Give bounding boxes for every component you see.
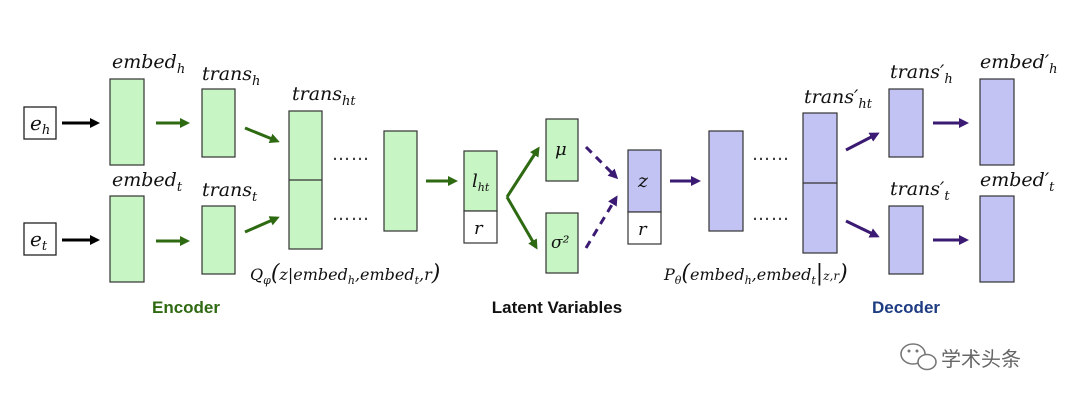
decoder-dots-bottom: …… (752, 204, 790, 225)
trans-ht-label: transht (292, 83, 356, 109)
decoder-likelihood-formula: Pθ(embedh,embedt|z,r) (663, 261, 848, 287)
decoder-embed-t-label: embed′t (980, 169, 1055, 195)
decoder-trans-t-box (888, 205, 924, 275)
sigma-label: σ² (551, 233, 570, 253)
arrow-sigma-to-z (584, 195, 618, 249)
decoder-dots-top: …… (752, 144, 790, 165)
arrow-latent-to-sigma (505, 196, 538, 250)
arrow-decoder-trans-ht-to-t (845, 219, 880, 238)
decoder-trans-h-label: trans′h (890, 61, 953, 87)
input-head: eh (23, 106, 57, 140)
input-head-base: e (30, 111, 42, 135)
decoder-trans-ht-box (802, 112, 838, 254)
decoder-embed-h-label: embed′h (980, 51, 1058, 77)
decoder-embed-h-box (979, 78, 1015, 166)
arrow-trans-t-trans-ht (244, 216, 280, 234)
l-ht-r-box (463, 150, 498, 244)
input-tail-sub: t (42, 239, 48, 254)
embed-t-box (109, 195, 145, 283)
encoder-dots-bottom: …… (332, 204, 370, 225)
mu-label: μ (555, 139, 567, 160)
encoder-dots-top: …… (332, 144, 370, 165)
embed-h-label: embedh (112, 51, 185, 77)
watermark: 学术头条 (900, 343, 1021, 371)
encoder-section-label: Encoder (152, 298, 220, 317)
latent-section-label: Latent Variables (492, 298, 622, 317)
arrow-mu-to-z (584, 145, 619, 180)
decoder-trans-t-label: trans′t (890, 178, 950, 204)
z-r-label: r (638, 219, 648, 240)
watermark-text: 学术头条 (941, 347, 1021, 371)
trans-t-box (201, 205, 236, 275)
decoder-first-box (708, 130, 744, 232)
embed-h-box (109, 78, 145, 166)
input-tail: et (23, 222, 57, 256)
z-r-box (627, 149, 662, 245)
svg-text:et: et (30, 227, 48, 254)
l-ht-r-label: r (474, 218, 484, 239)
trans-t-label: transt (202, 179, 258, 205)
decoder-embed-t-box (979, 195, 1015, 283)
input-tail-base: e (30, 227, 42, 251)
decoder-trans-h-box (888, 88, 924, 158)
mu-box (545, 118, 579, 182)
decoder-trans-ht-label: trans′ht (804, 86, 873, 112)
input-head-sub: h (42, 123, 50, 138)
trans-h-label: transh (202, 63, 260, 89)
sigma-box (545, 212, 579, 274)
trans-ht-box (288, 110, 323, 250)
embed-t-label: embedt (112, 169, 183, 195)
arrow-decoder-trans-ht-to-h (845, 132, 880, 152)
svg-text:eh: eh (30, 111, 50, 138)
z-label: z (637, 170, 649, 192)
wechat-icon (900, 343, 937, 371)
trans-h-box (201, 88, 236, 158)
decoder-section-label: Decoder (872, 298, 940, 317)
arrow-trans-h-trans-ht (244, 126, 280, 143)
l-ht-label: lht (472, 171, 490, 194)
encoder-last-box (383, 130, 418, 232)
arrow-latent-to-mu (505, 146, 540, 198)
encoder-posterior-formula: Qφ(z|embedh,embedt,r) (250, 261, 440, 287)
